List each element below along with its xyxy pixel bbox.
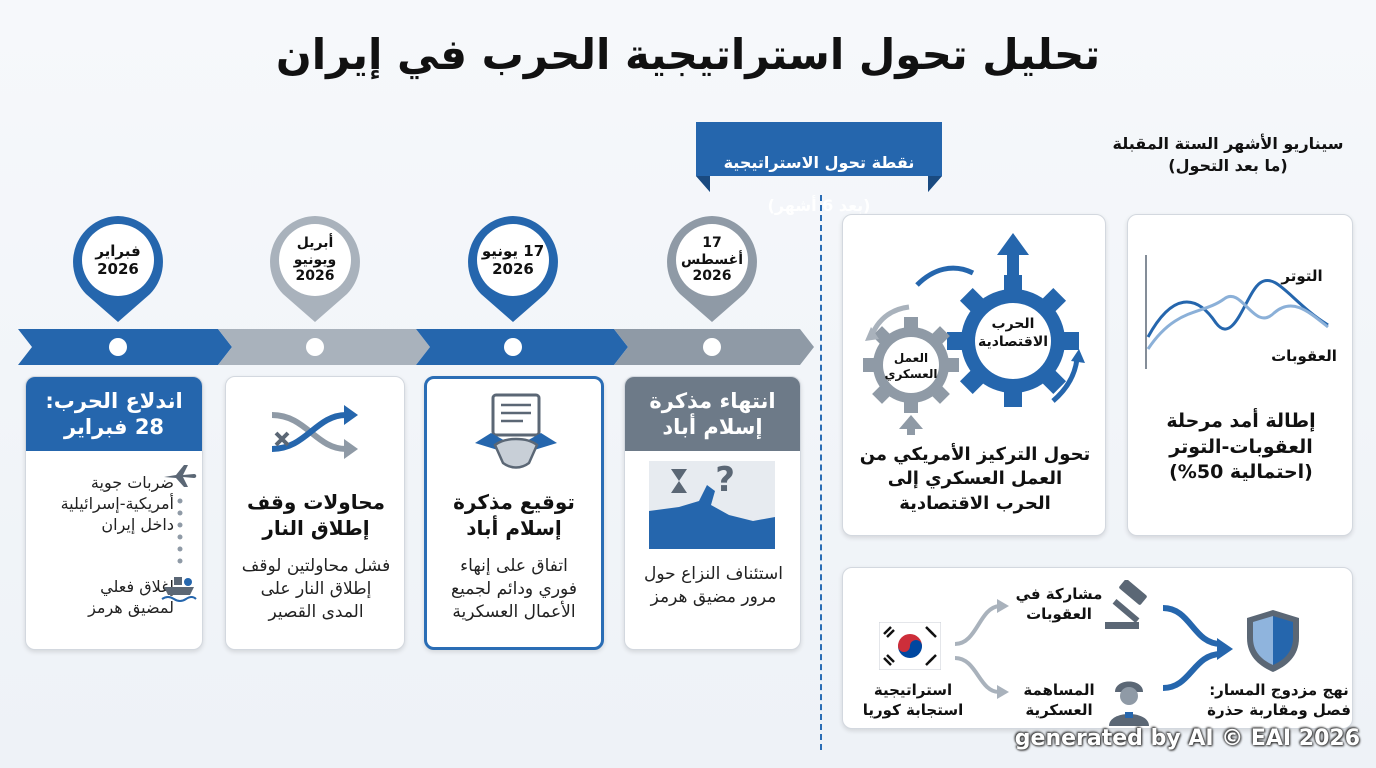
crossing-arrows-icon [271,405,358,459]
ship-icon [161,577,197,602]
scenario-text: إطالة أمد مرحلة العقوبات-التوتر (احتمالي… [1166,410,1316,484]
airplane-icon [164,465,197,487]
option-sanctions-label: مشاركة في العقوبات [1015,585,1103,624]
card-header: اندلاع الحرب: 28 فبراير [26,377,202,451]
timeline-ribbon [18,329,814,365]
card-ceasefire-attempts: محاولات وقف إطلاق النار فشل محاولتين لوق… [225,376,405,650]
chart-label-tension: التوتر [1281,267,1323,285]
tension-sanctions-chart-icon [1145,255,1329,369]
card-header: انتهاء مذكرة إسلام أباد [625,377,800,451]
branch-arrows [955,599,1009,699]
shield-icon [1247,610,1299,672]
gears-shift-icon [863,233,1085,435]
card-body: فشل محاولتين لوقف إطلاق النار على المدى … [241,556,391,622]
chart-label-sanctions: العقوبات [1271,347,1337,365]
timeline-pin-feb: فبراير 2026 [70,214,166,322]
pin-date: أبريل ويونيو 2026 [293,234,337,285]
pin-date: 17 يونيو 2026 [481,242,545,278]
airstrikes-text: ضربات جوية أمريكية-إسرائيلية داخل إيران [60,473,174,534]
card-title: توقيع مذكرة إسلام أباد [453,490,575,540]
korea-flag-icon [879,622,941,670]
dotted-connector [177,498,183,564]
card-islamabad-signing: توقيع مذكرة إسلام أباد اتفاق على إنهاء ف… [424,376,604,650]
dual-track-approach-text: نهج مزدوج المسار: فصل ومقاربة حذرة [1207,681,1351,720]
pin-date: 17 أغسطس 2026 [680,234,744,285]
korea-strategy-label: استراتيجية استجابة كوريا [862,681,964,720]
card-title: محاولات وقف إطلاق النار [246,490,386,540]
turning-point-banner: نقطة تحول الاستراتيجية (بعد 6 أشهر) [696,122,942,215]
page-title: تحليل تحول استراتيجية الحرب في إيران [275,30,1101,79]
us-focus-shift-panel: الحرب الاقتصادية العمل العسكري تحول التر… [842,214,1106,536]
handshake-document-icon [475,393,557,469]
merge-arrows [1163,605,1233,691]
timeline-pin-apr-jun: أبريل ويونيو 2026 [267,214,363,322]
svg-text:?: ? [715,461,735,500]
shift-text: تحول التركيز الأمريكي من العمل العسكري إ… [859,444,1091,514]
watermark: generated by AI © EAI 2026 [1014,726,1360,751]
card-war-outbreak: اندلاع الحرب: 28 فبراير ضربات جوية أمريك… [25,376,203,650]
gavel-icon [1105,580,1147,629]
scenario-panel: التوتر العقوبات إطالة أمد مرحلة العقوبات… [1127,214,1353,536]
turning-point-subtitle: (بعد 6 أشهر) [767,195,871,215]
strait-map-icon: ? [649,461,775,549]
gear-label-military: العمل العسكري [884,351,938,381]
pin-date: فبراير 2026 [95,242,141,278]
turning-point-title: نقطة تحول الاستراتيجية [723,152,915,172]
card-body: استئناف النزاع حول مرور مضيق هرمز [644,564,783,607]
scenario-heading: سيناريو الأشهر الستة المقبلة (ما بعد الت… [1112,134,1344,176]
card-body: اتفاق على إنهاء فوري ودائم لجميع الأعمال… [451,556,577,622]
option-military-label: المساهمة العسكرية [1023,681,1095,720]
gear-label-economic-war: الحرب الاقتصادية [977,316,1049,351]
turning-point-divider [820,195,822,750]
soldier-icon [1109,681,1149,726]
card-islamabad-expiry: انتهاء مذكرة إسلام أباد ? استئناف النزاع… [624,376,801,650]
timeline-pin-aug: 17 أغسطس 2026 [664,214,760,322]
timeline-pin-jun: 17 يونيو 2026 [465,214,561,322]
korea-response-panel: استراتيجية استجابة كوريا مشاركة في العقو… [842,567,1353,729]
hormuz-closure-text: إغلاق فعلي لمضيق هرمز [88,577,174,617]
